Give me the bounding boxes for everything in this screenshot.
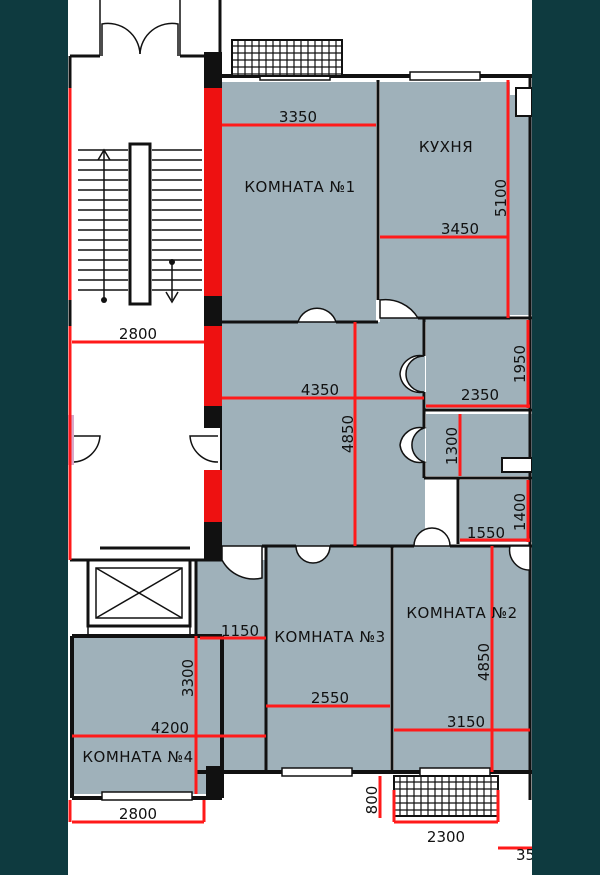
- stair-arrow-down-head: [165, 291, 179, 304]
- pillar-low: [204, 522, 222, 560]
- room-labels: КОМНАТА №1 КУХНЯ КОМНАТА №2 КОМНАТА №3 К…: [82, 138, 517, 766]
- dim-5100: 5100: [492, 179, 510, 217]
- room4-label: КОМНАТА №4: [82, 748, 193, 766]
- window-room4: [101, 791, 193, 801]
- dim-2300: 2300: [427, 828, 465, 846]
- bearing-wall-b: [204, 326, 222, 406]
- room3-label: КОМНАТА №3: [274, 628, 385, 646]
- dim-2800-bottom: 2800: [119, 805, 157, 823]
- elevator-cross-b: [95, 567, 183, 619]
- room2-label: КОМНАТА №2: [406, 604, 517, 622]
- floor-plan-panel: КОМНАТА №1 КУХНЯ КОМНАТА №2 КОМНАТА №3 К…: [68, 0, 532, 875]
- floor-plan-svg: КОМНАТА №1 КУХНЯ КОМНАТА №2 КОМНАТА №3 К…: [68, 0, 532, 864]
- room1-label: КОМНАТА №1: [244, 178, 355, 196]
- dim-3300: 3300: [179, 659, 197, 697]
- door-bath2: [399, 426, 427, 464]
- balcony-grille: [231, 39, 343, 77]
- bath1-fill: [426, 320, 532, 408]
- pillar-room4: [206, 766, 222, 798]
- kitchen-sink: [515, 87, 532, 117]
- dim-4850-hall: 4850: [339, 415, 357, 453]
- entry-door-arc-right: [139, 22, 179, 56]
- dim-1400: 1400: [511, 493, 529, 531]
- entry-door-arc-left: [101, 22, 141, 56]
- dim-1950: 1950: [511, 345, 529, 383]
- stair-handrail: [128, 142, 152, 306]
- kitchen-label: КУХНЯ: [419, 138, 473, 156]
- stair-arrow-up-tail: [101, 297, 107, 303]
- room3-fill: [266, 546, 390, 772]
- dimension-lines: [68, 80, 532, 850]
- elevator-shaft: [86, 558, 192, 628]
- dim-35-partial: 35: [516, 846, 532, 864]
- dim-3150: 3150: [447, 713, 485, 731]
- pillar-top: [204, 52, 222, 88]
- pillar-mid: [204, 296, 222, 326]
- dim-1550: 1550: [467, 524, 505, 542]
- room-fills: [72, 82, 532, 794]
- bearing-wall-a: [204, 88, 222, 296]
- bath2-fixture: [501, 457, 532, 473]
- bearing-wall-c: [204, 470, 222, 522]
- door-closet: [508, 545, 531, 571]
- pillars: [204, 52, 222, 798]
- dim-2350: 2350: [461, 386, 499, 404]
- door-room1: [296, 307, 338, 323]
- room2-fill: [394, 546, 532, 772]
- landing-door-right: [189, 435, 219, 463]
- door-room3: [295, 545, 331, 564]
- bearing-walls: [204, 88, 222, 522]
- window-room2: [419, 767, 491, 777]
- kitchen-annex-fill: [510, 95, 532, 315]
- dim-4200: 4200: [151, 719, 189, 737]
- room1-fill: [222, 82, 376, 322]
- stair-arrow-up-head: [97, 148, 111, 161]
- kitchen-fill: [380, 82, 510, 322]
- dim-2800-top: 2800: [119, 325, 157, 343]
- dim-3450: 3450: [441, 220, 479, 238]
- dim-3350: 3350: [279, 108, 317, 126]
- closet-fill: [460, 480, 532, 542]
- landing-door-left: [71, 435, 101, 463]
- stair-treads: [78, 149, 202, 291]
- dim-4850-room2: 4850: [475, 643, 493, 681]
- window-room3: [281, 767, 353, 777]
- dim-1300: 1300: [443, 427, 461, 465]
- dimension-labels: 3350 3450 5100 2800 4350 4850 1950 2350 …: [119, 108, 532, 864]
- window-kitchen: [409, 71, 481, 81]
- balcony-grilles: [231, 39, 499, 817]
- dim-4350: 4350: [301, 381, 339, 399]
- elevator-car: [95, 567, 183, 619]
- stair-block: [68, 0, 222, 636]
- door-kitchen: [379, 298, 420, 319]
- balcony-grille: [393, 775, 499, 817]
- dim-1150: 1150: [221, 622, 259, 640]
- dim-2550: 2550: [311, 689, 349, 707]
- pillar-hall: [204, 406, 222, 428]
- stair-arrow-down-tail: [169, 259, 175, 265]
- door-corridor: [221, 545, 263, 580]
- interior-doors: [221, 298, 531, 580]
- door-room2: [413, 527, 451, 547]
- dim-800: 800: [363, 786, 381, 815]
- door-bath1: [399, 354, 425, 394]
